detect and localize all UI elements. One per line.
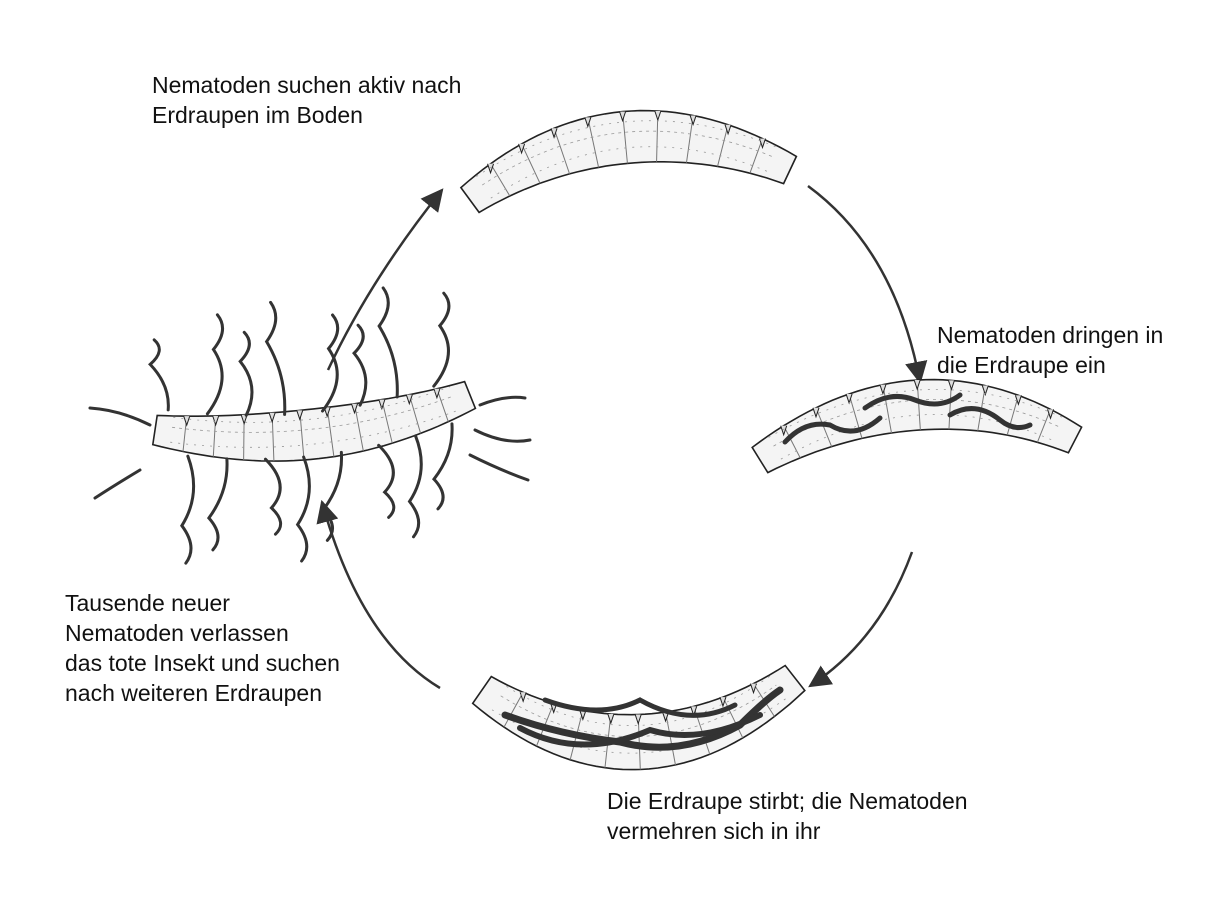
label-line: die Erdraupe ein — [937, 350, 1163, 380]
nematode-emerging — [480, 397, 525, 405]
label-line: vermehren sich in ihr — [607, 816, 968, 846]
label-leave-stage: Tausende neuer Nematoden verlassen das t… — [65, 588, 340, 708]
caterpillar-emerging — [153, 382, 476, 462]
nematode-emerging — [379, 288, 397, 397]
nematode-emerging — [434, 424, 452, 509]
nematode-emerging — [475, 430, 530, 441]
nematode-emerging — [182, 456, 194, 563]
nematode-emerging — [434, 293, 449, 386]
label-line: das tote Insekt und suchen — [65, 648, 340, 678]
cycle-arrow-to-searching — [328, 190, 442, 370]
nematode-emerging — [209, 459, 227, 550]
label-line: Nematoden suchen aktiv nach — [152, 70, 461, 100]
label-line: Tausende neuer — [65, 588, 340, 618]
nematode-emerging — [470, 455, 528, 480]
label-enter-stage: Nematoden dringen in die Erdraupe ein — [937, 320, 1163, 380]
nematode-emerging — [265, 459, 280, 534]
label-line: Die Erdraupe stirbt; die Nematoden — [607, 786, 968, 816]
caterpillar-body — [153, 382, 476, 462]
caterpillar-searched — [461, 111, 797, 213]
label-die-stage: Die Erdraupe stirbt; die Nematoden verme… — [607, 786, 968, 846]
nematode-emerging — [379, 445, 394, 517]
nematode-emerging — [90, 408, 150, 425]
nematode-emerging — [240, 332, 252, 415]
nematode-emerging — [354, 325, 366, 405]
label-line: Nematoden dringen in — [937, 320, 1163, 350]
label-line: Nematoden verlassen — [65, 618, 340, 648]
label-search-stage: Nematoden suchen aktiv nach Erdraupen im… — [152, 70, 461, 130]
nematode-emerging — [323, 452, 341, 540]
nematode-emerging — [95, 470, 140, 498]
cycle-arrow-to-dying — [810, 552, 912, 686]
nematode-emerging — [150, 340, 168, 410]
label-line: nach weiteren Erdraupen — [65, 678, 340, 708]
label-line: Erdraupen im Boden — [152, 100, 461, 130]
cycle-arrow-to-entering — [808, 186, 920, 382]
nematode-emerging — [298, 457, 310, 561]
nematode-emerging — [267, 302, 285, 414]
nematode-emerging — [207, 315, 222, 414]
nematode-emerging — [410, 436, 422, 537]
caterpillar-body — [461, 111, 797, 213]
